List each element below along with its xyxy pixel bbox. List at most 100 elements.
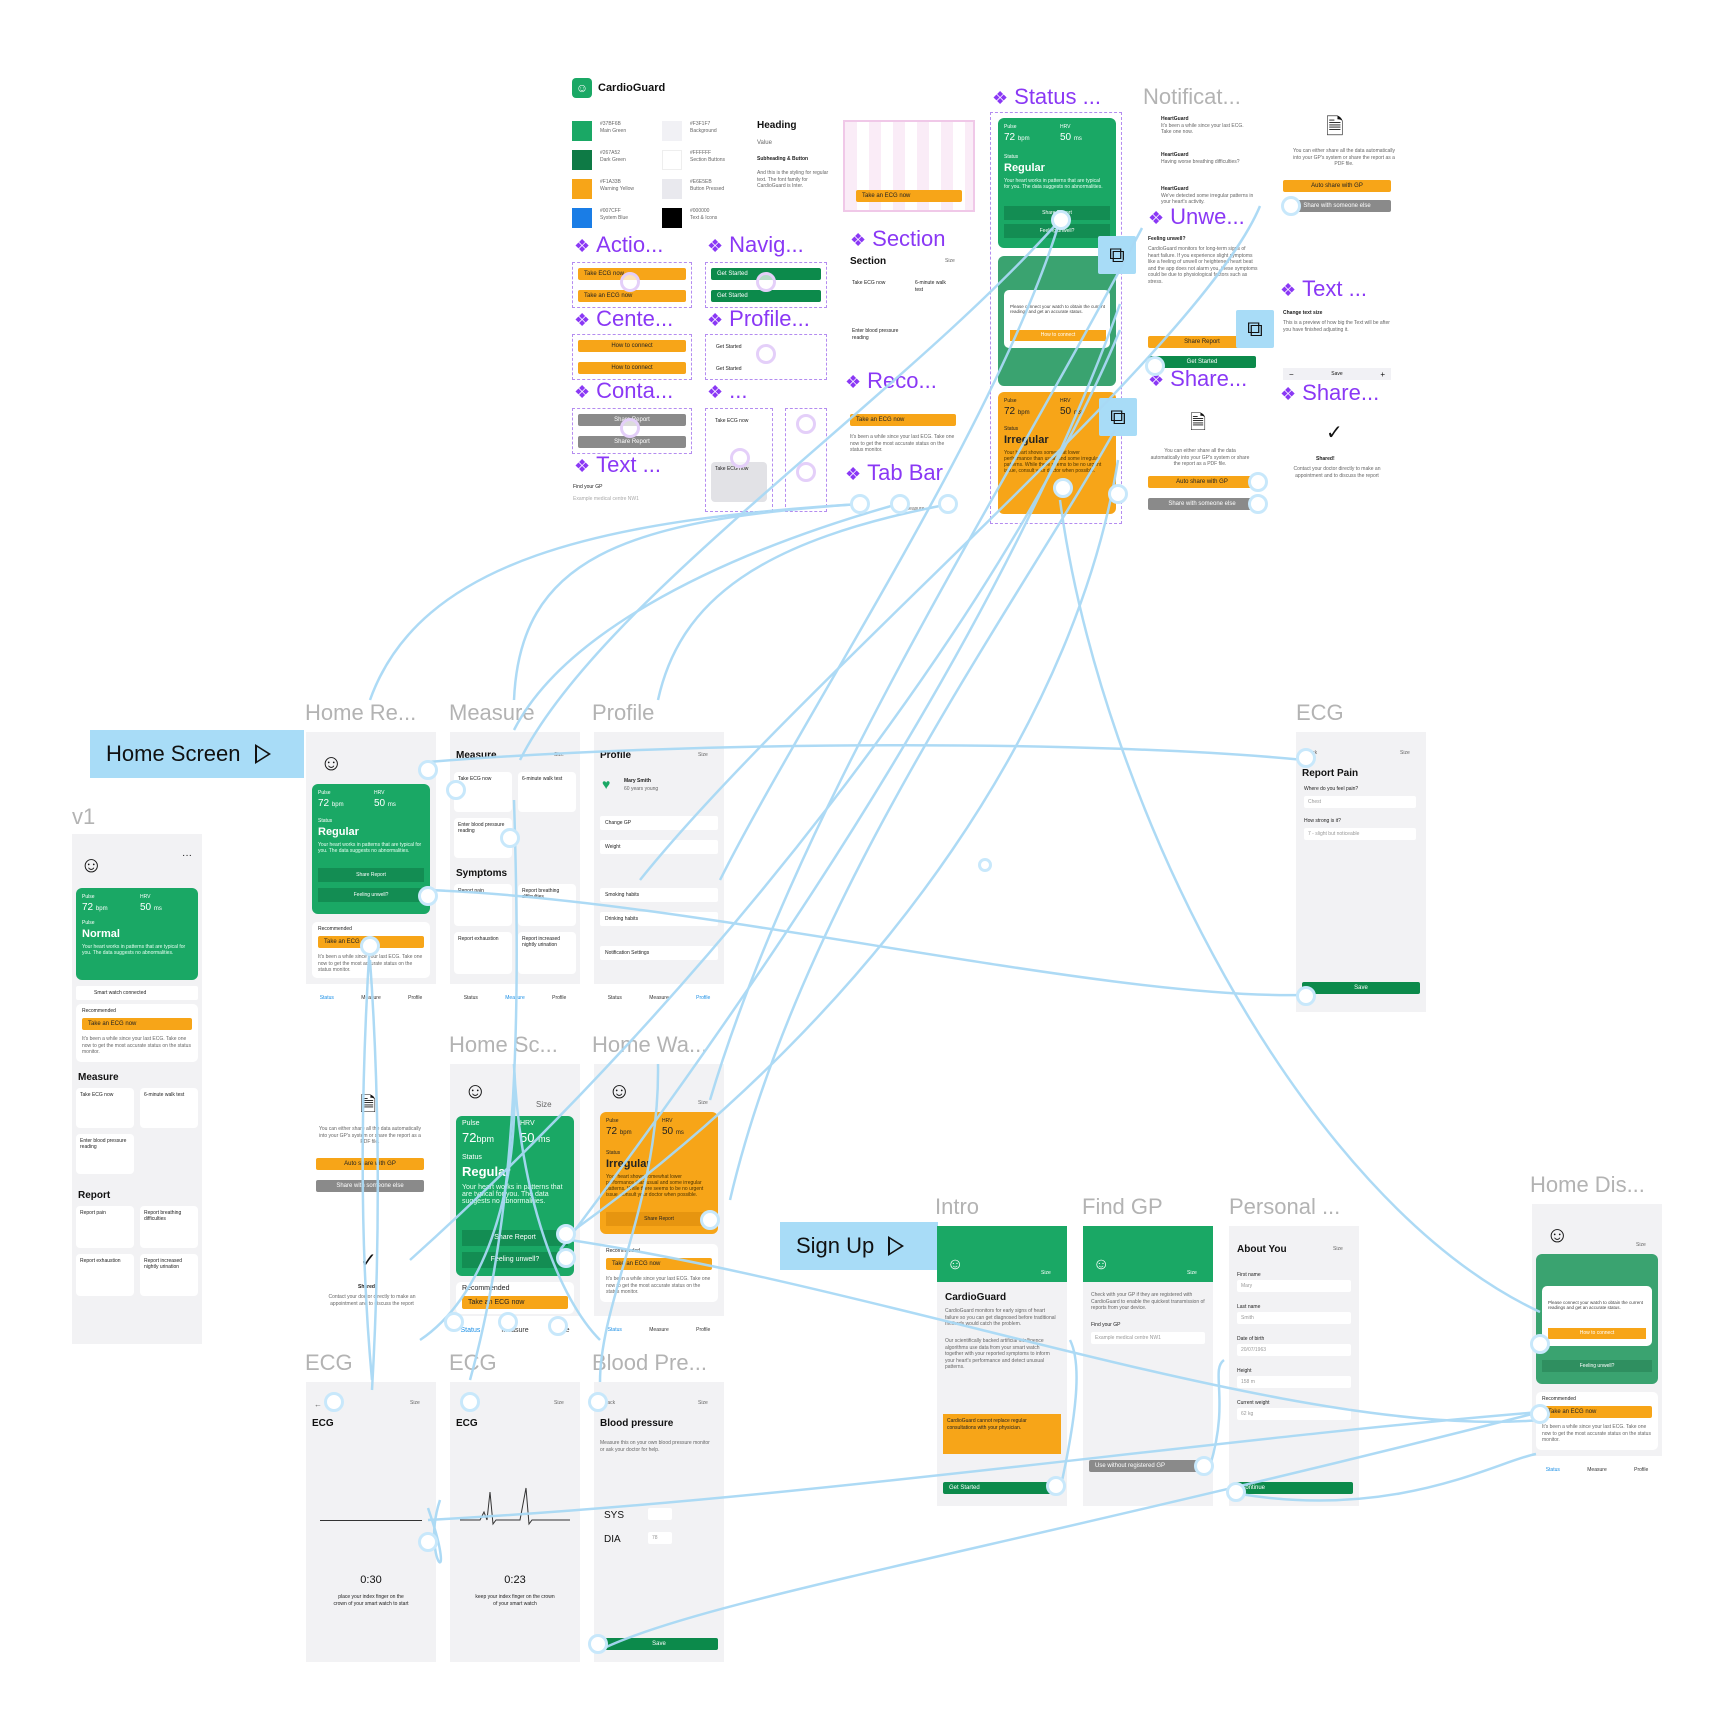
connection-hotspot[interactable]	[556, 1248, 576, 1268]
connection-hotspot[interactable]	[360, 936, 380, 956]
tab-measure[interactable]: Measure	[505, 995, 525, 1001]
component-hotspot[interactable]	[756, 272, 776, 292]
tab-profile[interactable]: Profile	[552, 995, 567, 1001]
share-someone-top-button[interactable]: Share with someone else	[1283, 200, 1391, 212]
connection-hotspot[interactable]	[1296, 986, 1316, 1006]
connection-hotspot[interactable]	[1053, 478, 1073, 498]
size-label[interactable]: Size	[1333, 1246, 1343, 1252]
connection-hotspot[interactable]	[1530, 1334, 1550, 1354]
first-name-input[interactable]: Mary	[1237, 1280, 1351, 1292]
connection-hotspot[interactable]	[890, 494, 910, 514]
connection-hotspot[interactable]	[1046, 1476, 1066, 1496]
share-someone-overlay-button[interactable]: Share with someone else	[316, 1180, 424, 1192]
last-name-input[interactable]: Smith	[1237, 1312, 1351, 1324]
dia-input[interactable]: 78	[648, 1532, 672, 1544]
connection-hotspot[interactable]	[418, 886, 438, 906]
tab-measure[interactable]: Measure	[649, 995, 669, 1001]
connection-hotspot[interactable]	[938, 494, 958, 514]
auto-share-gp-top-button[interactable]: Auto share with GP	[1283, 180, 1391, 192]
connection-hotspot[interactable]	[556, 1224, 576, 1244]
connection-hotspot[interactable]	[446, 780, 466, 800]
component-hotspot[interactable]	[796, 414, 816, 434]
connection-hotspot[interactable]	[1281, 196, 1301, 216]
size-label[interactable]: Size	[1400, 750, 1410, 756]
share-someone-button[interactable]: Share with someone else	[1148, 498, 1256, 510]
tab-profile[interactable]: Profile	[696, 995, 711, 1001]
tab-measure[interactable]: Measure	[361, 995, 381, 1001]
tab-measure[interactable]: Measure	[649, 1327, 669, 1333]
dob-input[interactable]: 20/07/1963	[1237, 1344, 1351, 1356]
where-pain-select[interactable]: Chest	[1304, 796, 1416, 808]
component-link-icon[interactable]: ⧉	[1236, 310, 1274, 348]
v1-report-pain-tile[interactable]: Report pain	[76, 1206, 134, 1248]
connection-hotspot[interactable]	[1194, 1456, 1214, 1476]
connection-hotspot[interactable]	[1051, 210, 1071, 230]
connection-hotspot[interactable]	[1296, 748, 1316, 768]
connection-hotspot[interactable]	[418, 1532, 438, 1552]
tab-status[interactable]: Status	[607, 995, 622, 1001]
back-arrow-icon[interactable]: ←	[314, 1400, 322, 1409]
connection-hotspot[interactable]	[850, 494, 870, 514]
sys-input[interactable]	[648, 1508, 672, 1520]
profile-row-pressed[interactable]: Get Started	[711, 362, 821, 376]
use-without-gp-button[interactable]: Use without registered GP	[1089, 1460, 1207, 1472]
auto-share-gp-overlay-button[interactable]: Auto share with GP	[316, 1158, 424, 1170]
gp-search-input[interactable]: Example medical centre NW1	[1091, 1332, 1205, 1344]
tab-profile[interactable]: Profile	[1634, 1467, 1649, 1473]
v1-report-exhaust-tile[interactable]: Report exhaustion	[76, 1254, 134, 1296]
connection-hotspot[interactable]	[978, 858, 992, 872]
v1-walk-tile[interactable]: 6-minute walk test	[140, 1088, 198, 1128]
tab-status[interactable]: Status	[319, 995, 334, 1001]
plus-icon[interactable]: +	[1380, 369, 1385, 379]
connection-hotspot[interactable]	[548, 1316, 568, 1336]
report-urination-tile[interactable]: Report increased nightly urination	[518, 932, 576, 974]
save-button[interactable]: Save	[1302, 982, 1420, 994]
component-hotspot[interactable]	[756, 344, 776, 364]
component-hotspot[interactable]	[620, 418, 640, 438]
connection-hotspot[interactable]	[1248, 494, 1268, 514]
minus-icon[interactable]: −	[1289, 369, 1294, 379]
more-icon[interactable]: ···	[182, 850, 192, 861]
size-label[interactable]: Size	[1041, 1270, 1051, 1276]
v1-report-urination-tile[interactable]: Report increased nightly urination	[140, 1254, 198, 1296]
tab-measure[interactable]: Measure	[1587, 1467, 1607, 1473]
how-strong-select[interactable]: 7 - slight but noticeable	[1304, 828, 1416, 840]
tab-status[interactable]: Status	[463, 995, 478, 1001]
connection-hotspot[interactable]	[588, 1392, 608, 1412]
size-label[interactable]: Size	[698, 1100, 708, 1106]
text-size-stepper[interactable]: − Save +	[1283, 368, 1391, 380]
walk-test-tile[interactable]: 6-minute walk test	[518, 772, 576, 812]
size-label[interactable]: Size	[1636, 1242, 1646, 1248]
report-pain-tile[interactable]: Report pain	[454, 884, 512, 926]
v1-bp-tile[interactable]: Enter blood pressure reading	[76, 1134, 134, 1174]
auto-share-gp-button[interactable]: Auto share with GP	[1148, 476, 1256, 488]
connection-hotspot[interactable]	[418, 760, 438, 780]
weight-row[interactable]: Weight	[600, 840, 718, 854]
grid-sample-button[interactable]: Take an ECG now	[856, 190, 962, 202]
how-to-connect-button-pressed[interactable]: How to connect	[578, 362, 686, 374]
sign-up-flow-button[interactable]: Sign Up	[780, 1222, 938, 1270]
smoking-row[interactable]: Smoking habits	[600, 888, 718, 902]
component-link-icon[interactable]: ⧉	[1099, 398, 1137, 436]
tab-profile[interactable]: Profile	[696, 1327, 711, 1333]
save-button[interactable]: Save	[600, 1638, 718, 1650]
tab-profile[interactable]: Profile	[408, 995, 423, 1001]
connection-hotspot[interactable]	[700, 1210, 720, 1230]
recommended-take-ecg-button[interactable]: Take an ECG now	[850, 414, 956, 426]
connection-hotspot[interactable]	[460, 1392, 480, 1412]
change-gp-row[interactable]: Change GP	[600, 816, 718, 830]
connection-hotspot[interactable]	[498, 1312, 518, 1332]
continue-button[interactable]: Continue	[1235, 1482, 1353, 1494]
connection-hotspot[interactable]	[324, 1392, 344, 1412]
connection-hotspot[interactable]	[1248, 472, 1268, 492]
v1-take-ecg-tile[interactable]: Take ECG now	[76, 1088, 134, 1128]
take-ecg-tile-pressed[interactable]: Take ECG now	[711, 462, 767, 502]
connection-hotspot[interactable]	[444, 1312, 464, 1332]
home-screen-flow-button[interactable]: Home Screen	[90, 730, 304, 778]
report-breath-tile[interactable]: Report breathing difficulties	[518, 884, 576, 926]
how-to-connect-button[interactable]: How to connect	[578, 340, 686, 352]
size-label[interactable]: Size	[554, 1400, 564, 1406]
size-label[interactable]: Size	[698, 752, 708, 758]
height-input[interactable]: 158 m	[1237, 1376, 1351, 1388]
connection-hotspot[interactable]	[500, 828, 520, 848]
